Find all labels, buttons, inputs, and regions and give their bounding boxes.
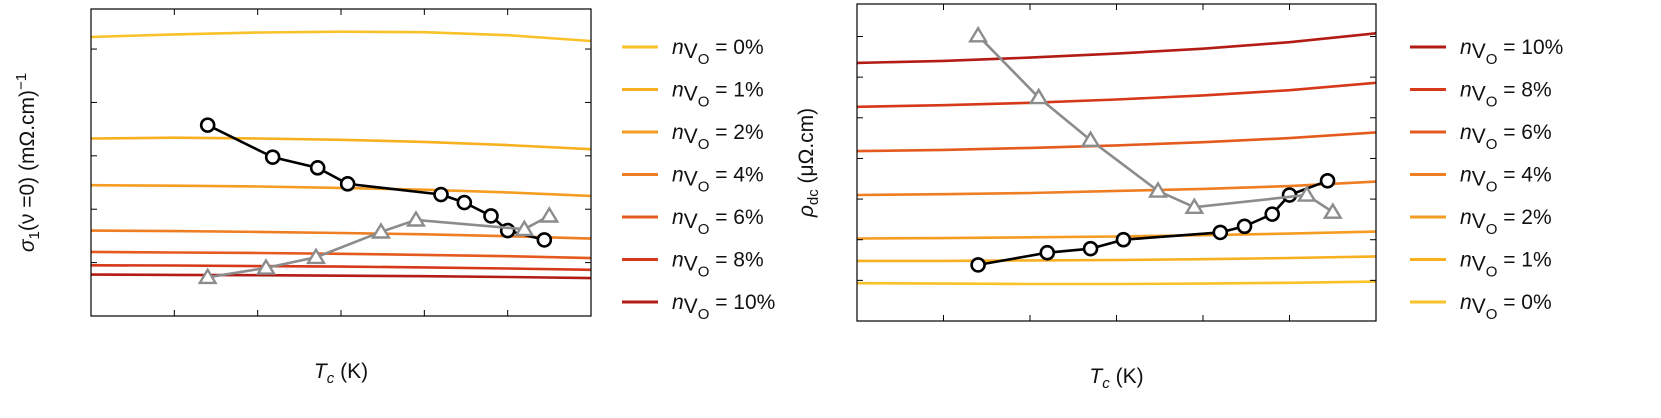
data-point-triangle xyxy=(1147,181,1169,198)
panel-a-chart: Tc (K) σ1(ν =0) (mΩ.cm)−1 nVO = 0% nVO = 1%… xyxy=(13,8,775,387)
legend-label: nVO = 0% xyxy=(672,36,764,68)
data-point-circle xyxy=(970,257,986,273)
legend-label: nVO = 2% xyxy=(1460,206,1552,238)
legend-item: nVO = 4% xyxy=(622,164,764,196)
model-curve xyxy=(91,273,591,280)
data-point-circle xyxy=(1319,172,1336,189)
legend-item: nVO = 4% xyxy=(1410,164,1552,196)
model-curve xyxy=(91,30,591,43)
data-point-triangle xyxy=(539,206,560,223)
data-point-triangle xyxy=(1322,202,1343,219)
plot-frame xyxy=(90,8,592,317)
model-curve xyxy=(91,250,591,260)
legend-item: nVO = 2% xyxy=(622,121,764,153)
data-point-circle xyxy=(264,149,281,165)
legend: nVO = 10% nVO = 8% nVO = 6% nVO = 4% nVO = 2… xyxy=(1410,36,1563,323)
legend-label: nVO = 1% xyxy=(672,79,764,111)
data-point-triangle xyxy=(1184,197,1205,215)
triangle-series xyxy=(197,206,560,285)
legend-label: nVO = 1% xyxy=(1460,249,1552,281)
legend-item: nVO = 10% xyxy=(1410,36,1563,68)
legend-label: nVO = 10% xyxy=(1460,36,1563,68)
data-point-circle xyxy=(433,186,449,203)
legend-item: nVO = 8% xyxy=(622,249,764,281)
legend-item: nVO = 1% xyxy=(1410,249,1552,281)
data-point-triangle xyxy=(255,258,277,275)
panel-b-chart: Tc (K)ρdc (μΩ.cm)nVO = 10%nVO = 8%nVO = … xyxy=(795,3,1563,392)
legend-item: nVO = 6% xyxy=(622,206,764,238)
data-point-circle xyxy=(339,176,356,192)
data-point-circle xyxy=(1281,187,1298,203)
data-point-circle xyxy=(536,232,553,248)
model-curve xyxy=(857,32,1376,65)
model-curve xyxy=(857,280,1376,286)
legend-label: nVO = 2% xyxy=(672,121,764,153)
x-axis-title: Tc (K) xyxy=(314,360,368,387)
legend-label: nVO = 4% xyxy=(1460,164,1552,196)
data-point-triangle xyxy=(1080,130,1101,148)
data-point-triangle xyxy=(197,267,218,285)
data-point-circle xyxy=(1115,231,1132,248)
legend-label: nVO = 10% xyxy=(672,291,775,323)
legend: nVO = 0% nVO = 1% nVO = 2% nVO = 4% nVO = 6%… xyxy=(622,36,775,323)
model-curve xyxy=(91,136,591,151)
legend-item: nVO = 1% xyxy=(622,79,764,111)
legend-label: nVO = 8% xyxy=(1460,79,1552,111)
legend-label: nVO = 8% xyxy=(672,249,764,281)
model-curve xyxy=(91,264,591,272)
data-point-triangle xyxy=(1296,185,1317,202)
legend-item: nVO = 10% xyxy=(622,291,775,323)
data-point-triangle xyxy=(370,222,392,239)
data-point-circle xyxy=(1236,218,1253,235)
legend-label: nVO = 4% xyxy=(672,164,764,196)
legend-item: nVO = 2% xyxy=(1410,206,1552,238)
data-point-triangle xyxy=(405,210,427,227)
data-point-circle xyxy=(1264,206,1280,222)
data-point-circle xyxy=(1082,240,1099,257)
model-curve xyxy=(857,131,1376,153)
data-point-circle xyxy=(456,194,473,211)
circle-series xyxy=(970,172,1336,273)
legend-label: nVO = 6% xyxy=(1460,121,1552,153)
model-curve xyxy=(857,255,1376,263)
legend-item: nVO = 0% xyxy=(1410,291,1552,323)
legend-label: nVO = 0% xyxy=(1460,291,1552,323)
model-curve xyxy=(857,180,1376,197)
y-axis-title: σ1(ν =0) (mΩ.cm)−1 xyxy=(13,73,43,252)
plot-frame xyxy=(856,3,1377,322)
data-point-triangle xyxy=(514,219,535,237)
data-point-circle xyxy=(1039,244,1056,261)
legend-item: nVO = 8% xyxy=(1410,79,1552,111)
data-point-triangle xyxy=(305,247,327,265)
data-point-circle xyxy=(199,117,216,133)
x-axis-title: Tc (K) xyxy=(1089,365,1143,392)
model-curves xyxy=(91,30,591,280)
legend-item: nVO = 0% xyxy=(622,36,764,68)
triangle-series xyxy=(968,25,1343,219)
data-point-circle xyxy=(1212,224,1229,241)
y-axis-title: ρdc (μΩ.cm) xyxy=(795,108,822,218)
data-point-circle xyxy=(309,160,326,176)
data-point-circle xyxy=(499,222,516,239)
data-point-triangle xyxy=(1028,87,1049,105)
model-curve xyxy=(857,81,1376,109)
legend-item: nVO = 6% xyxy=(1410,121,1552,153)
legend-label: nVO = 6% xyxy=(672,206,764,238)
data-point-circle xyxy=(483,208,499,224)
data-point-triangle xyxy=(968,25,989,43)
